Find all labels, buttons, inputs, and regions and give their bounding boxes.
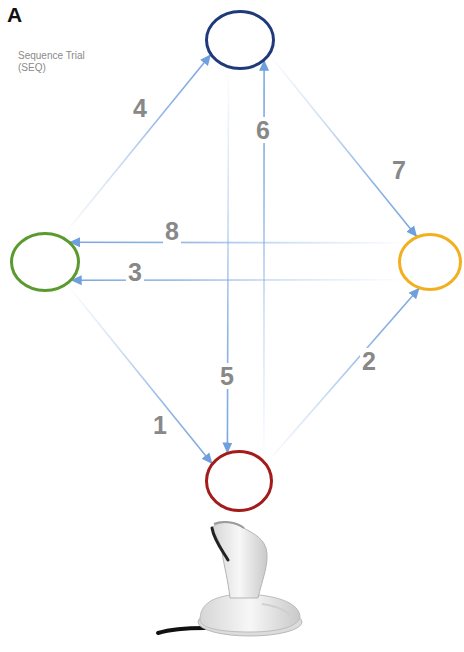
sequence-arrow	[269, 54, 417, 237]
sequence-arrow	[266, 288, 420, 464]
step-number: 3	[126, 259, 144, 285]
step-number: 8	[163, 218, 181, 244]
blue-circle	[205, 10, 275, 70]
circle-outline	[205, 450, 273, 512]
green-circle	[10, 232, 80, 292]
red-circle	[205, 450, 273, 512]
step-number: 2	[360, 348, 378, 374]
sequence-arrow	[62, 54, 211, 237]
circle-outline	[10, 232, 80, 292]
step-number: 1	[151, 412, 169, 438]
sequence-arrow	[67, 284, 213, 464]
sequence-arrow	[69, 241, 408, 243]
step-number: 7	[390, 157, 408, 183]
circle-outline	[205, 10, 275, 70]
step-number: 5	[218, 363, 236, 389]
step-number: 4	[131, 95, 149, 121]
circle-outline	[398, 233, 462, 291]
step-number: 6	[254, 117, 272, 143]
sequence-arrow	[227, 67, 228, 454]
trial-title: Sequence Trial (SEQ)	[18, 50, 98, 74]
yellow-circle	[398, 233, 462, 291]
sequence-arrow	[71, 279, 407, 281]
panel-label: A	[7, 3, 22, 27]
